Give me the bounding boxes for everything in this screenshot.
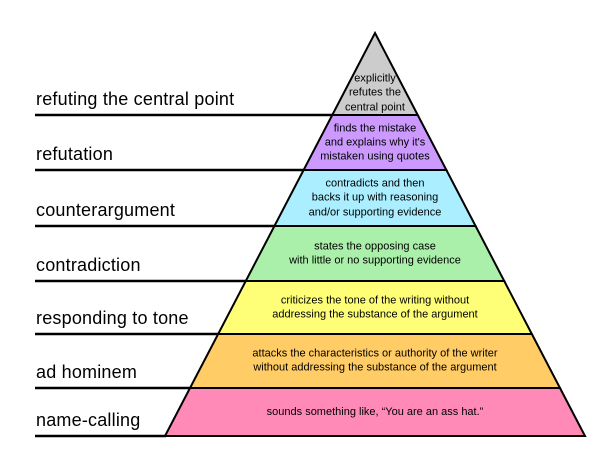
pyramid-level-shape-4 <box>216 280 534 335</box>
pyramid-level-shape-2 <box>272 169 478 227</box>
pyramid-level-shape-5 <box>188 333 562 389</box>
pyramid-level-shape-3 <box>244 225 506 282</box>
pyramid-level-shape-6 <box>163 387 587 437</box>
pyramid-level-shape-1 <box>301 114 449 171</box>
pyramid-level-shape-0 <box>330 30 420 116</box>
